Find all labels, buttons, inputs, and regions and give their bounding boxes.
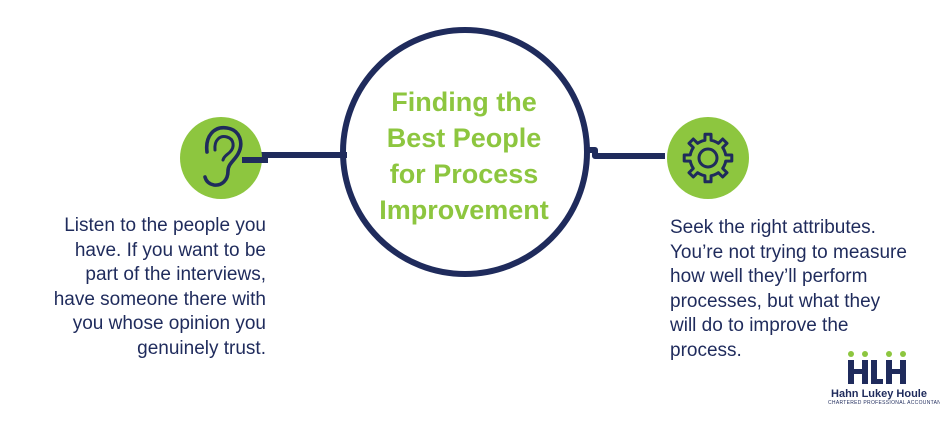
left-text-line: have someone there with [53,288,266,310]
right-text-line: will do to improve the [670,315,849,336]
title-line: Finding the [391,87,537,117]
title-line: Best People [386,123,542,153]
left-text-line: Listen to the people you [64,215,266,236]
title-line: for Process [389,159,539,189]
right-text-line: Seek the right attributes. [670,217,876,238]
right-text-line: processes, but what they [670,290,881,312]
right-text-line: process. [670,339,742,361]
left-text-line: part of the interviews, [85,264,266,285]
right-text-line: You’re not trying to measure [670,241,907,263]
right-description: Seek the right attributes. You’re not tr… [670,216,907,363]
gear-icon [667,117,749,199]
diagram-title: Finding the Best People for Process Impr… [360,84,568,228]
title-line: Improvement [379,195,549,225]
company-logo: Hahn Lukey Houle CHARTERED PROFESSIONAL … [828,388,940,406]
left-text-line: genuinely trust. [137,337,266,359]
right-text-line: how well they’ll perform [670,266,868,287]
left-text-line: you whose opinion you [72,313,266,334]
left-text-line: have. If you want to be [74,239,266,261]
left-description: Listen to the people you have. If you wa… [54,214,266,361]
logo-name: Hahn Lukey Houle [831,388,927,400]
ear-icon [180,117,268,199]
right-connector [585,147,665,159]
logo-subtitle: CHARTERED PROFESSIONAL ACCOUNTANTS [828,400,940,406]
logo-mark [848,351,906,384]
